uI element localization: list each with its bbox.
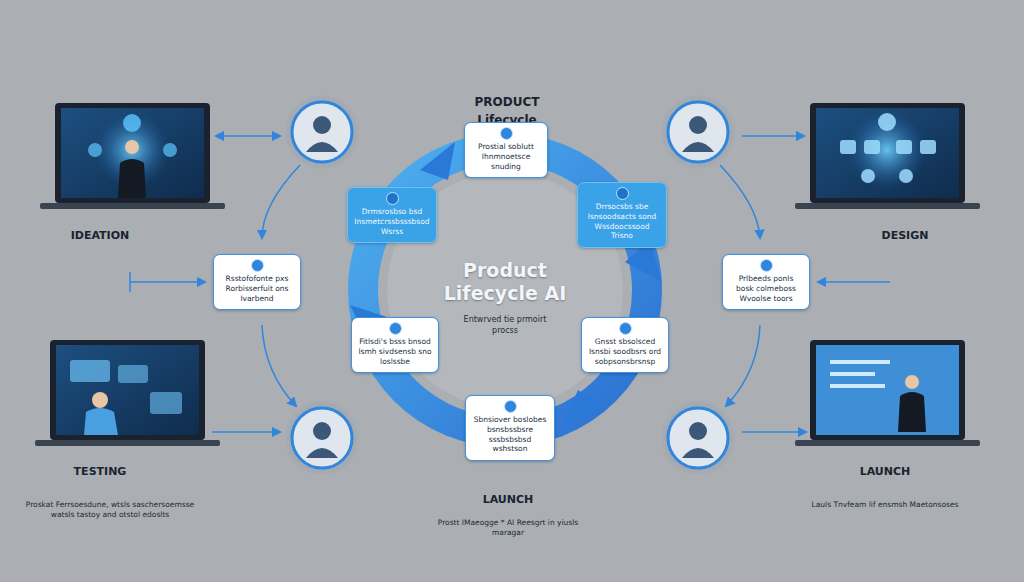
process-box: Drmsrosbso bsd Insmetcrssbsssbsod Wsrss [347, 187, 437, 243]
box-text: Fitlsdi's bsss bnsod lsmh sivdsensb sno … [358, 337, 432, 366]
node-icon [251, 259, 264, 272]
stage-name: LAUNCH [448, 493, 568, 508]
node-icon [619, 322, 632, 335]
process-box: Sbnsiover boslobes bsnsbssbsre sssbsbsbs… [465, 395, 555, 461]
process-box: Prostial soblutt Ihnmnoetsce snuding [464, 122, 548, 178]
process-box: Prlbeeds ponls bosk colmeboss Wvoolse to… [722, 254, 810, 310]
stage-name: IDEATION [40, 229, 160, 244]
box-text: Rsstofofonte pxs Rorbisserfuit ons Ivarb… [220, 274, 294, 303]
process-box: Fitlsdi's bsss bnsod lsmh sivdsensb sno … [351, 317, 439, 373]
center-title: Product Lifecycle AI [430, 259, 580, 305]
stage-name: TESTING [40, 465, 160, 480]
stage-description: Lauls Tnvfeam lif ensmsh Maetonsoses [810, 500, 960, 510]
avatar-icons [284, 94, 736, 476]
node-icon [386, 192, 399, 205]
process-box: Rsstofofonte pxs Rorbisserfuit ons Ivarb… [213, 254, 301, 310]
stage-name: LAUNCH [825, 465, 945, 480]
process-box: Gnsst sbsolsced Isnsbi soodbsrs ord sobp… [581, 317, 669, 373]
node-icon [616, 187, 629, 200]
center-subtitle: Entwrved tie prmoirt procss [450, 315, 560, 337]
node-icon [504, 400, 517, 413]
box-text: Prlbeeds ponls bosk colmeboss Wvoolse to… [729, 274, 803, 303]
stage-description: Proskat Ferrsoesdune, wtsls saschersoems… [15, 500, 205, 520]
stage-name: DESIGN [845, 229, 965, 244]
box-text: Sbnsiover boslobes bsnsbssbsre sssbsbsbs… [472, 415, 548, 454]
box-text: Drrsocsbs sbe Isnsoodsacts sond Wssdoocs… [584, 202, 660, 241]
box-text: Prostial soblutt Ihnmnoetsce snuding [471, 142, 541, 171]
process-box: Drrsocsbs sbe Isnsoodsacts sond Wssdoocs… [577, 182, 667, 248]
decorative-arrows [130, 136, 890, 432]
box-text: Gnsst sbsolsced Isnsbi soodbsrs ord sobp… [588, 337, 662, 366]
node-icon [760, 259, 773, 272]
stage-description: Prostt IMaeogge * AI Reesgrt in yiusls m… [433, 518, 583, 538]
node-icon [389, 322, 402, 335]
box-text: Drmsrosbso bsd Insmetcrssbsssbsod Wsrss [354, 207, 430, 236]
node-icon [500, 127, 513, 140]
